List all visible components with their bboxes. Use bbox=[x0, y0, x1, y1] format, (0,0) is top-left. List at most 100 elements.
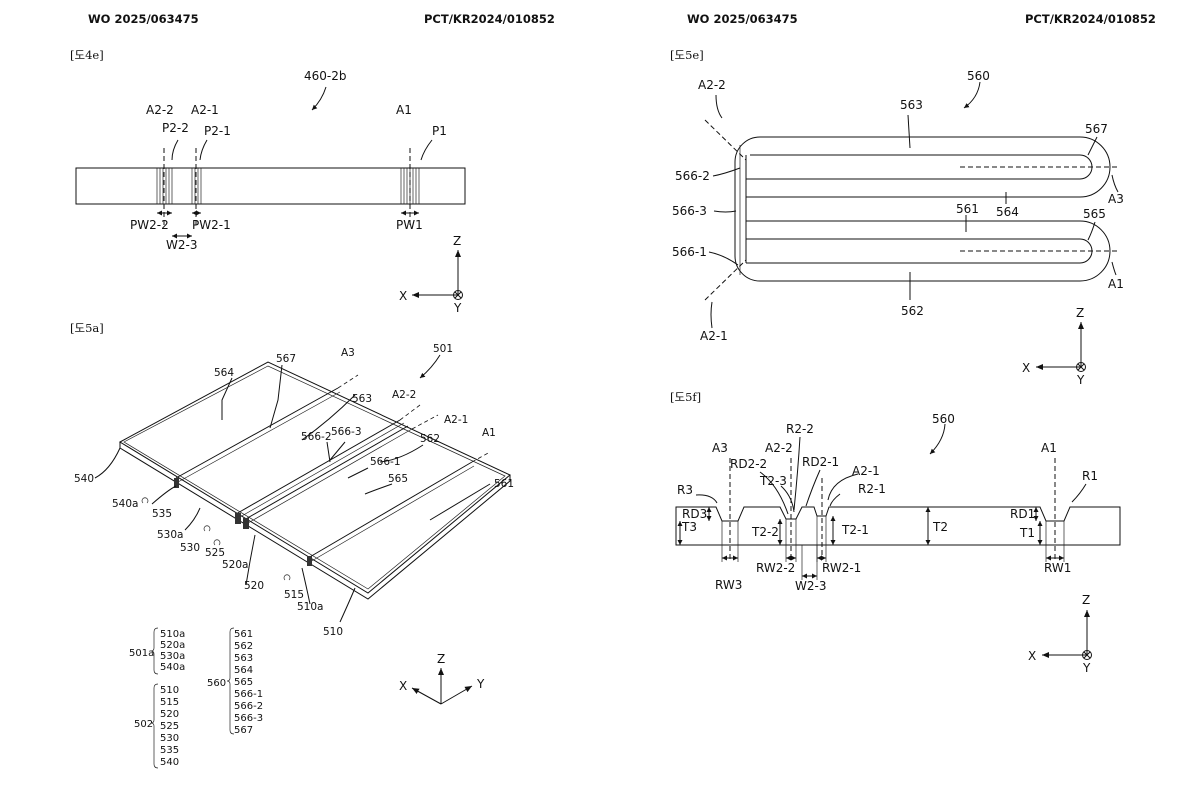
label-565: 565 bbox=[388, 473, 408, 485]
pattern-p1 bbox=[400, 168, 420, 204]
label-a1: A1 bbox=[1108, 277, 1124, 291]
label-t3: T3 bbox=[681, 520, 697, 534]
svg-text:566-2: 566-2 bbox=[234, 701, 263, 712]
left-publication-number: WO 2025/063475 bbox=[88, 12, 199, 26]
axis-a2-1-line bbox=[704, 259, 747, 301]
label-a2-1: A2-1 bbox=[191, 103, 219, 117]
label-561: 561 bbox=[956, 202, 979, 216]
svg-text:502: 502 bbox=[134, 719, 153, 730]
label-530: 530 bbox=[180, 542, 200, 554]
label-w2-3: W2-3 bbox=[166, 238, 197, 252]
label-510: 510 bbox=[323, 626, 343, 638]
label-rw1: RW1 bbox=[1044, 561, 1071, 575]
label-566-1: 566-1 bbox=[370, 456, 401, 468]
group-501a: 501a 510a 520a 530a 540a bbox=[129, 627, 185, 675]
label-p2-1: P2-1 bbox=[204, 124, 231, 138]
pattern-p2-2 bbox=[156, 168, 173, 204]
label-t2-3: T2-3 bbox=[759, 474, 787, 488]
svg-text:510: 510 bbox=[160, 685, 179, 696]
leader-p2-1 bbox=[199, 139, 208, 161]
label-r3: R3 bbox=[677, 483, 693, 497]
label-pw1: PW1 bbox=[396, 218, 423, 232]
label-t2-2: T2-2 bbox=[751, 525, 779, 539]
label-r2-1: R2-1 bbox=[858, 482, 886, 496]
svg-text:Z: Z bbox=[453, 234, 461, 248]
svg-text:Y: Y bbox=[453, 301, 462, 315]
svg-text:X: X bbox=[399, 289, 407, 303]
ref-560: 560 bbox=[967, 69, 990, 83]
fig-4e-tag: [도4e] bbox=[70, 48, 104, 62]
label-566-3: 566-3 bbox=[331, 426, 362, 438]
svg-text:540: 540 bbox=[160, 757, 179, 768]
plate-edge bbox=[119, 442, 511, 600]
svg-text:564: 564 bbox=[234, 665, 253, 676]
label-520a: 520a bbox=[222, 559, 248, 571]
left-application-number: PCT/KR2024/010852 bbox=[424, 12, 555, 26]
label-p1: P1 bbox=[432, 124, 447, 138]
svg-text:562: 562 bbox=[234, 641, 253, 652]
svg-text:501a: 501a bbox=[129, 648, 154, 659]
plate-body bbox=[75, 167, 466, 205]
label-a3: A3 bbox=[341, 347, 355, 359]
label-a2-2: A2-2 bbox=[146, 103, 174, 117]
label-a1: A1 bbox=[396, 103, 412, 117]
leader-p2-2 bbox=[171, 139, 179, 161]
fig-4e: 460-2b A2-2 A2-1 P2-2 P2-1 A1 P1 PW2-2 P… bbox=[75, 69, 466, 315]
svg-text:530: 530 bbox=[160, 733, 179, 744]
label-563: 563 bbox=[900, 98, 923, 112]
label-a2-2: A2-2 bbox=[392, 389, 416, 401]
label-pw2-1: PW2-1 bbox=[192, 218, 231, 232]
svg-text:535: 535 bbox=[160, 745, 179, 756]
label-530a: 530a bbox=[157, 529, 183, 541]
fig-5a-leaders bbox=[94, 364, 491, 623]
group-560: 560 561 562 563 564 565 566-1 566-2 566-… bbox=[207, 627, 263, 736]
right-application-number: PCT/KR2024/010852 bbox=[1025, 12, 1156, 26]
label-p2-2: P2-2 bbox=[162, 121, 189, 135]
fig-5f-axes: Z X Y bbox=[1028, 593, 1092, 675]
svg-text:530a: 530a bbox=[160, 651, 185, 662]
svg-text:Y: Y bbox=[1076, 373, 1085, 387]
label-520: 520 bbox=[244, 580, 264, 592]
ref-501: 501 bbox=[433, 343, 453, 355]
label-a2-1: A2-1 bbox=[852, 464, 880, 478]
svg-text:Z: Z bbox=[1082, 593, 1090, 607]
label-564: 564 bbox=[214, 367, 234, 379]
label-rw2-2: RW2-2 bbox=[756, 561, 795, 575]
fig-5e-tag: [도5e] bbox=[670, 48, 704, 62]
label-a2-2: A2-2 bbox=[765, 441, 793, 455]
label-rd1: RD1 bbox=[1010, 507, 1035, 521]
svg-text:567: 567 bbox=[234, 725, 253, 736]
fig-5a-tag: [도5a] bbox=[70, 321, 104, 335]
group-502: 502 510 515 520 525 530 535 540 bbox=[134, 683, 179, 769]
pattern-p2-1 bbox=[191, 168, 202, 204]
label-a2-1: A2-1 bbox=[444, 414, 468, 426]
label-a2-2: A2-2 bbox=[698, 78, 726, 92]
svg-text:510a: 510a bbox=[160, 629, 185, 640]
fig-5f: 560 R2-2 A3 A2-2 A1 RD2-2 RD2-1 A2-1 R1 … bbox=[675, 412, 1121, 675]
svg-text:520: 520 bbox=[160, 709, 179, 720]
svg-text:566-1: 566-1 bbox=[234, 689, 263, 700]
groove-a2-1 bbox=[243, 425, 409, 521]
label-567: 567 bbox=[276, 353, 296, 365]
label-t2-1: T2-1 bbox=[841, 523, 869, 537]
label-566-2: 566-2 bbox=[675, 169, 710, 183]
label-rw2-1: RW2-1 bbox=[822, 561, 861, 575]
label-562: 562 bbox=[420, 433, 440, 445]
label-pw2-2: PW2-2 bbox=[130, 218, 169, 232]
plate-inner-border bbox=[123, 365, 506, 590]
label-565: 565 bbox=[1083, 207, 1106, 221]
axis-a2-2-line bbox=[704, 119, 747, 161]
svg-text:540a: 540a bbox=[160, 662, 185, 673]
label-a3: A3 bbox=[1108, 192, 1124, 206]
label-rd3: RD3 bbox=[682, 507, 707, 521]
svg-text:Z: Z bbox=[1076, 306, 1084, 320]
label-t2: T2 bbox=[932, 520, 948, 534]
svg-text:563: 563 bbox=[234, 653, 253, 664]
ribbon-outline bbox=[734, 136, 1111, 282]
svg-text:565: 565 bbox=[234, 677, 253, 688]
label-a1: A1 bbox=[1041, 441, 1057, 455]
svg-text:X: X bbox=[1022, 361, 1030, 375]
label-510a: 510a bbox=[297, 601, 323, 613]
label-rw3: RW3 bbox=[715, 578, 742, 592]
svg-text:566-3: 566-3 bbox=[234, 713, 263, 724]
